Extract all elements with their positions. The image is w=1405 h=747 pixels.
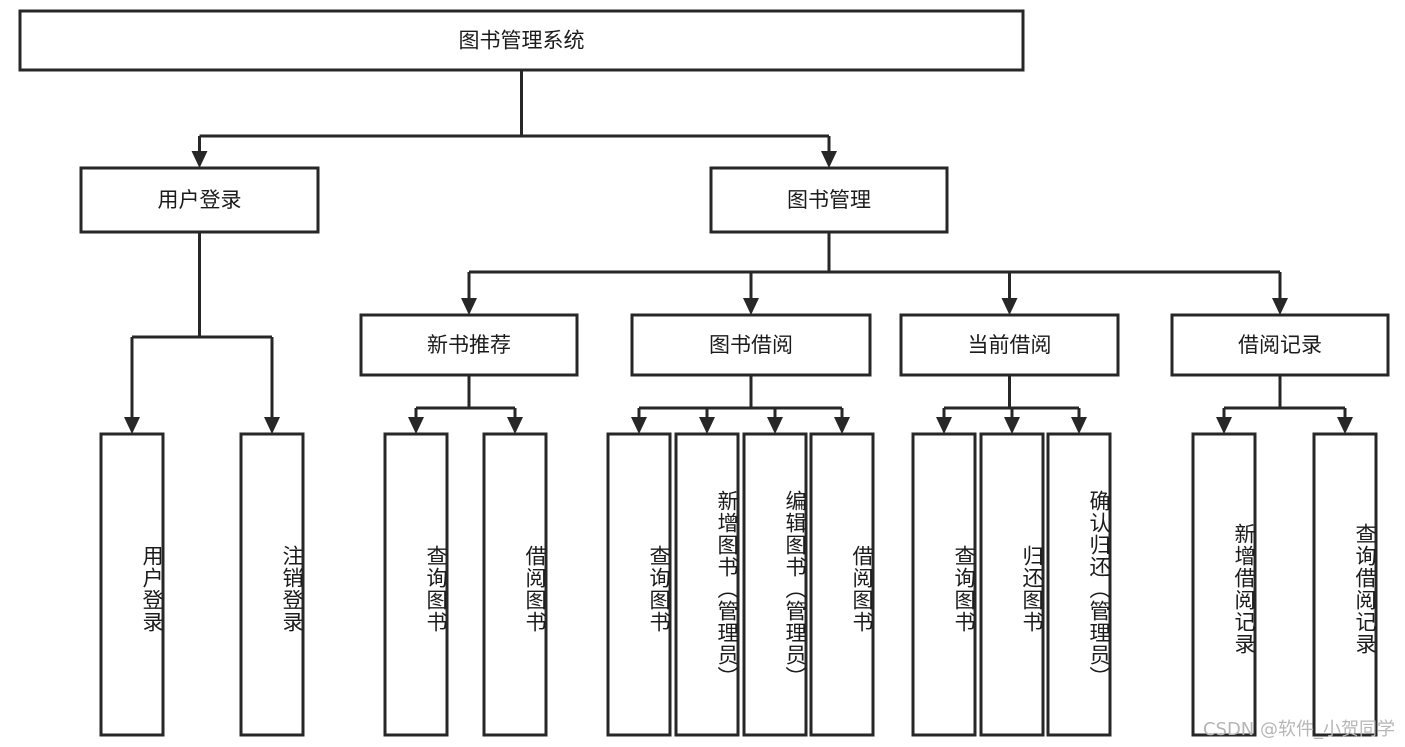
leaf-node-leaf-query-book-3[interactable] (911, 432, 977, 737)
node-label: 借阅记录 (1238, 333, 1322, 357)
leaf-node-leaf-user-login[interactable] (99, 432, 165, 737)
node-root[interactable]: 图书管理系统 (18, 9, 1025, 72)
arrow-head-icon (408, 417, 424, 434)
arrow-head-icon (1337, 417, 1353, 434)
node-label: 新书推荐 (427, 333, 511, 357)
watermark-text: CSDN @软件_小贺同学 (1202, 719, 1395, 740)
leaf-node-leaf-return-book[interactable] (979, 432, 1045, 737)
leaf-node-leaf-add-book[interactable] (674, 432, 740, 737)
arrow-head-icon (1216, 417, 1232, 434)
arrow-head-icon (631, 417, 647, 434)
node-book-borrow[interactable]: 图书借阅 (630, 313, 872, 377)
node-label: 用户登录 (158, 188, 242, 212)
leaf-node-leaf-add-record[interactable] (1191, 432, 1257, 737)
arrow-head-icon (461, 298, 477, 315)
node-user-login[interactable]: 用户登录 (79, 166, 320, 234)
node-label: 图书管理 (787, 188, 871, 212)
arrow-head-icon (936, 417, 952, 434)
arrow-head-icon (834, 417, 850, 434)
arrow-head-icon (264, 417, 280, 434)
leaf-node-leaf-borrow-book-1[interactable] (482, 432, 548, 737)
arrow-head-icon (507, 417, 523, 434)
arrow-head-icon (821, 151, 837, 168)
node-book-manage[interactable]: 图书管理 (709, 166, 949, 234)
node-label: 图书管理系统 (459, 29, 585, 53)
arrow-head-icon (767, 417, 783, 434)
leaf-node-leaf-edit-book[interactable] (742, 432, 808, 737)
node-label: 图书借阅 (709, 333, 793, 357)
arrow-head-icon (1071, 417, 1087, 434)
leaf-node-leaf-query-record[interactable] (1312, 432, 1378, 737)
arrow-head-icon (743, 298, 759, 315)
leaf-node-leaf-query-book-2[interactable] (606, 432, 672, 737)
leaf-node-leaf-logout-login[interactable] (239, 432, 305, 737)
leaf-node-leaf-borrow-book-2[interactable] (809, 432, 875, 737)
arrow-head-icon (191, 151, 208, 168)
arrow-head-icon (124, 417, 140, 434)
arrow-head-icon (1272, 298, 1288, 315)
connector-layer (124, 70, 1353, 434)
node-current-borrow[interactable]: 当前借阅 (899, 313, 1120, 377)
node-label: 当前借阅 (968, 333, 1052, 357)
node-borrow-record[interactable]: 借阅记录 (1170, 313, 1390, 377)
leaf-node-leaf-confirm-return[interactable] (1046, 432, 1112, 737)
arrow-head-icon (1004, 417, 1020, 434)
node-new-book-recommend[interactable]: 新书推荐 (359, 313, 579, 377)
arrow-head-icon (1001, 298, 1018, 315)
leaf-node-leaf-query-book-1[interactable] (383, 432, 449, 737)
arrow-head-icon (699, 417, 715, 434)
